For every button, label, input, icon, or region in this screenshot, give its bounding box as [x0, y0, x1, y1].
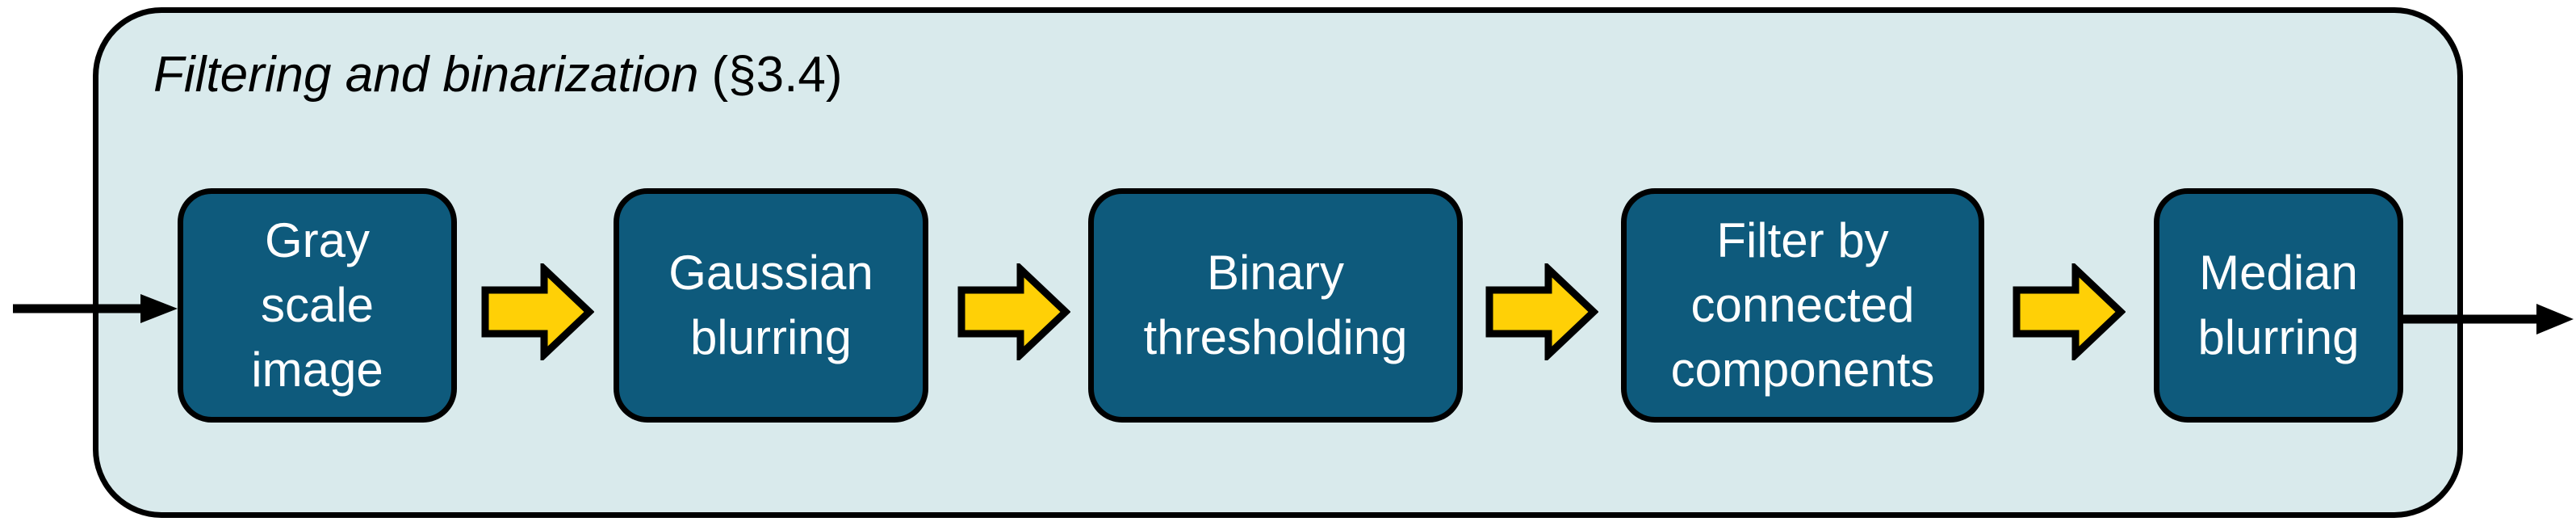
flow-arrow-icon — [481, 263, 594, 360]
step-label: Filter by connected components — [1670, 213, 1935, 397]
step-filter-connected-components: Filter by connected components — [1621, 188, 1984, 423]
flow-arrow-icon — [957, 263, 1070, 360]
step-binary-thresholding: Binary thresholding — [1088, 188, 1463, 423]
step-median-blurring: Median blurring — [2154, 188, 2403, 423]
step-label: Binary thresholding — [1143, 246, 1408, 364]
step-gaussian-blurring: Gaussian blurring — [614, 188, 928, 423]
step-gray-scale-image: Gray scale image — [178, 188, 457, 423]
group-title-section-ref: (§3.4) — [711, 47, 843, 103]
step-label: Gray scale image — [251, 213, 383, 397]
input-arrow-icon — [13, 294, 178, 323]
step-label: Gaussian blurring — [668, 246, 873, 364]
step-label: Median blurring — [2197, 246, 2360, 364]
group-title: Filtering and binarization(§3.4) — [153, 47, 842, 103]
flow-arrow-icon — [2013, 263, 2126, 360]
flow-arrow-icon — [1485, 263, 1598, 360]
group-title-text: Filtering and binarization — [153, 47, 699, 103]
output-arrow-icon — [2402, 304, 2574, 334]
